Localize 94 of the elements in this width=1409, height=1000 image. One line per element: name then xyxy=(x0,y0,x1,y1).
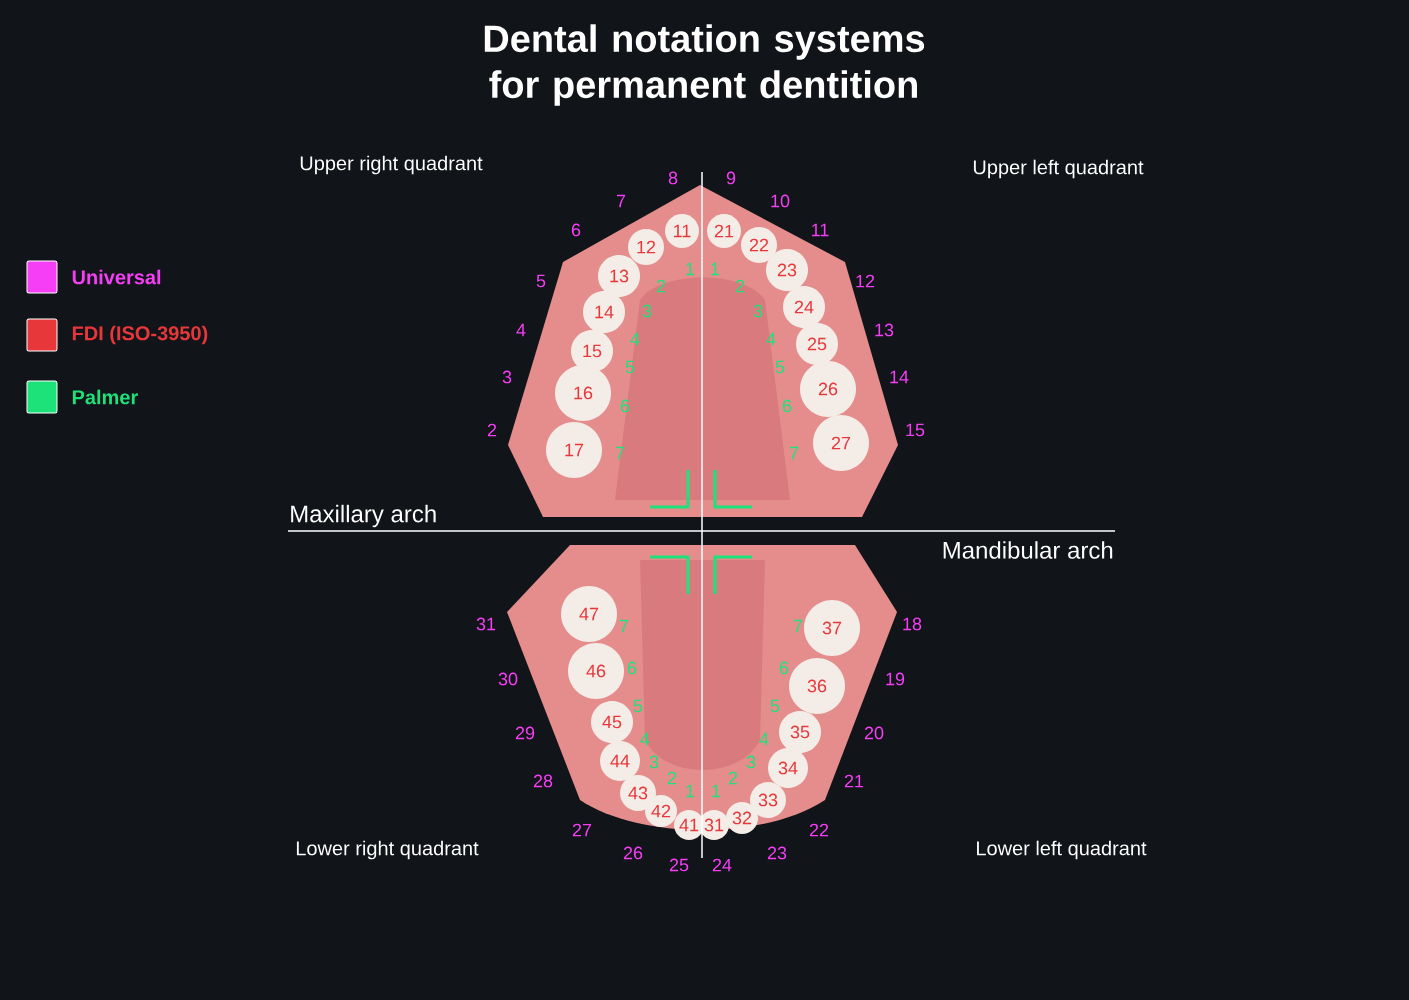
palmer-number: 7 xyxy=(619,619,629,633)
arch-label: Mandibular arch xyxy=(943,541,1113,559)
universal-number: 8 xyxy=(668,171,678,185)
universal-number: 11 xyxy=(812,223,829,237)
universal-number: 20 xyxy=(864,726,884,740)
fdi-number: 23 xyxy=(777,263,797,277)
palmer-number: 6 xyxy=(779,661,789,675)
fdi-number: 13 xyxy=(610,269,629,283)
universal-number: 31 xyxy=(476,617,496,631)
palmer-number: 5 xyxy=(775,360,785,374)
palmer-number: 4 xyxy=(766,332,776,346)
universal-number: 23 xyxy=(767,846,787,860)
fdi-number: 44 xyxy=(610,754,630,768)
fdi-number: 32 xyxy=(732,811,752,825)
quadrant-label: Upper left quadrant xyxy=(973,159,1144,179)
palmer-number: 3 xyxy=(649,755,659,769)
universal-number: 29 xyxy=(515,726,535,740)
palmer-number: 6 xyxy=(620,399,630,413)
palmer-number: 6 xyxy=(627,661,637,675)
palmer-number: 5 xyxy=(770,699,780,713)
fdi-number: 47 xyxy=(579,607,599,621)
palmer-number: 7 xyxy=(615,446,625,460)
palmer-number: 6 xyxy=(782,399,792,413)
fdi-number: 15 xyxy=(583,344,602,358)
palmer-number: 1 xyxy=(686,262,695,276)
palmer-number: 7 xyxy=(789,446,799,460)
palmer-number: 3 xyxy=(642,304,652,318)
fdi-number: 26 xyxy=(818,382,838,396)
fdi-number: 21 xyxy=(714,224,734,238)
legend-label: FDI (ISO-3950) xyxy=(72,325,208,345)
universal-number: 10 xyxy=(771,194,790,208)
fdi-number: 12 xyxy=(637,240,656,254)
palmer-number: 4 xyxy=(759,732,769,746)
universal-number: 18 xyxy=(903,617,922,631)
palmer-number: 1 xyxy=(712,784,721,798)
fdi-number: 42 xyxy=(651,804,671,818)
universal-number: 2 xyxy=(487,423,497,437)
fdi-number: 27 xyxy=(831,436,851,450)
fdi-number: 25 xyxy=(807,337,827,351)
arch-label: Maxillary arch xyxy=(291,504,436,528)
fdi-number: 33 xyxy=(758,793,778,807)
palmer-number: 3 xyxy=(753,304,763,318)
palmer-number: 2 xyxy=(656,279,666,293)
fdi-number: 41 xyxy=(679,818,699,832)
universal-number: 22 xyxy=(809,823,829,837)
fdi-number: 14 xyxy=(595,305,614,319)
palmer-number: 2 xyxy=(667,771,677,785)
palmer-number: 1 xyxy=(711,262,720,276)
universal-number: 12 xyxy=(856,274,875,288)
universal-number: 30 xyxy=(498,672,518,686)
universal-number: 19 xyxy=(886,672,905,686)
universal-number: 24 xyxy=(712,858,732,872)
universal-number: 6 xyxy=(571,223,581,237)
universal-number: 27 xyxy=(572,823,592,837)
fdi-number: 31 xyxy=(704,818,724,832)
fdi-number: 36 xyxy=(807,679,827,693)
palmer-number: 2 xyxy=(735,279,745,293)
fdi-number: 16 xyxy=(574,386,593,400)
quadrant-label: Lower left quadrant xyxy=(977,840,1147,860)
universal-number: 13 xyxy=(875,323,894,337)
universal-number: 25 xyxy=(669,858,689,872)
palmer-number: 1 xyxy=(686,784,695,798)
palmer-number: 2 xyxy=(728,771,738,785)
fdi-number: 43 xyxy=(628,786,648,800)
universal-number: 5 xyxy=(536,274,546,288)
fdi-number: 24 xyxy=(794,300,814,314)
fdi-number: 22 xyxy=(749,238,769,252)
palmer-number: 4 xyxy=(640,732,650,746)
universal-number: 21 xyxy=(844,774,864,788)
legend-label: Universal xyxy=(72,269,161,285)
quadrant-label: Lower right quadrant xyxy=(296,840,479,860)
title: Dental notation systems for permanent dentition xyxy=(484,24,925,106)
palmer-number: 5 xyxy=(633,699,643,713)
universal-number: 3 xyxy=(502,370,512,384)
universal-number: 4 xyxy=(516,323,526,337)
palmer-number: 5 xyxy=(625,360,635,374)
fdi-number: 45 xyxy=(602,715,622,729)
fdi-number: 11 xyxy=(674,224,691,238)
universal-number: 7 xyxy=(616,194,626,208)
universal-number: 15 xyxy=(906,423,925,437)
universal-number: 28 xyxy=(533,774,553,788)
palmer-number: 4 xyxy=(630,332,640,346)
legend-label: Palmer xyxy=(72,389,138,405)
universal-number: 26 xyxy=(623,846,643,860)
universal-number: 14 xyxy=(890,370,909,384)
fdi-number: 37 xyxy=(822,621,842,635)
fdi-number: 46 xyxy=(586,664,606,678)
palmer-number: 3 xyxy=(746,755,756,769)
fdi-number: 17 xyxy=(565,443,584,457)
fdi-number: 34 xyxy=(778,761,798,775)
palmer-number: 7 xyxy=(793,619,803,633)
universal-number: 9 xyxy=(726,171,736,185)
quadrant-label: Upper right quadrant xyxy=(300,155,483,175)
fdi-number: 35 xyxy=(790,725,810,739)
